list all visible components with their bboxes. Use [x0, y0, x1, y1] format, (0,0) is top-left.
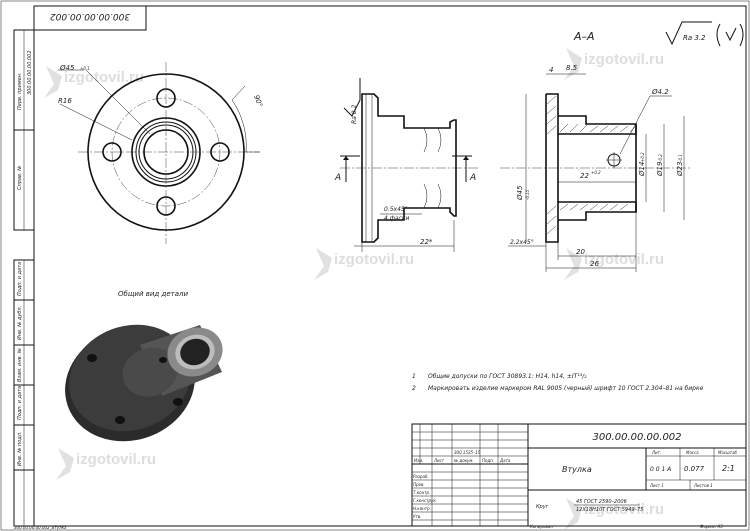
svg-text:Ra 0.2: Ra 0.2	[351, 105, 358, 124]
svg-text:Разраб.: Разраб.	[413, 474, 429, 479]
isometric-render	[65, 324, 223, 442]
side-view: А А Ra 0.2 22* 0.5х45° 4 фаски	[334, 78, 480, 252]
svg-text:Справ. №: Справ. №	[17, 166, 23, 190]
svg-text:2: 2	[412, 385, 416, 392]
svg-text:Изм.: Изм.	[414, 458, 423, 463]
svg-text:Ø23: Ø23	[676, 162, 684, 177]
svg-text:Втулка: Втулка	[562, 465, 592, 474]
svg-text:Лит.: Лит.	[651, 450, 661, 455]
svg-text:Общие допуски по ГОСТ 30893.1:: Общие допуски по ГОСТ 30893.1: H14, h14,…	[428, 373, 587, 380]
svg-text:Подп. и дата: Подп. и дата	[17, 386, 23, 420]
svg-text:+0.2: +0.2	[640, 152, 645, 162]
svg-text:0.077: 0.077	[684, 465, 705, 473]
svg-text:Круг: Круг	[536, 504, 549, 510]
svg-text:Масштаб: Масштаб	[718, 450, 738, 455]
svg-text:Ø14: Ø14	[638, 162, 646, 177]
svg-text:Инв. № дубл.: Инв. № дубл.	[17, 306, 23, 340]
svg-text:300.1525–15: 300.1525–15	[454, 450, 481, 455]
bottom-left-code: 300.00.00.00.002_Втулка	[14, 525, 67, 530]
svg-text:26: 26	[590, 260, 599, 268]
left-strip: Перв. примен. 300.00.00.00.002 Справ. № …	[13, 29, 35, 527]
svg-text:izgotovil.ru: izgotovil.ru	[334, 251, 414, 268]
svg-text:Ra 3.2: Ra 3.2	[683, 34, 706, 42]
svg-text:R16: R16	[58, 97, 72, 105]
svg-text:300.00.00.00.002: 300.00.00.00.002	[27, 50, 33, 95]
svg-text:45 ГОСТ 2590–2006: 45 ГОСТ 2590–2006	[576, 499, 627, 505]
svg-text:12Х18Н10Т ГОСТ 5949–75: 12Х18Н10Т ГОСТ 5949–75	[576, 507, 643, 513]
svg-text:izgotovil.ru: izgotovil.ru	[64, 69, 144, 86]
svg-text:2.2х45°: 2.2х45°	[510, 239, 534, 246]
svg-text:±0.1: ±0.1	[80, 66, 90, 71]
general-view-label: Общий вид детали	[118, 290, 188, 298]
section-view: А–А Ø4.2 4 8.5 Ø14 +0.2	[500, 30, 690, 272]
svg-text:22: 22	[580, 172, 589, 180]
svg-text:-0.1: -0.1	[678, 154, 683, 162]
svg-text:Подп. и дата: Подп. и дата	[17, 262, 23, 296]
svg-text:izgotovil.ru: izgotovil.ru	[584, 251, 664, 268]
svg-text:Н.контр.: Н.контр.	[413, 506, 431, 511]
svg-text:-0.15: -0.15	[525, 189, 530, 200]
svg-text:Ø45: Ø45	[516, 185, 524, 201]
svg-text:1: 1	[412, 373, 416, 380]
svg-text:90°: 90°	[252, 94, 264, 108]
svg-text:0 0 1 А: 0 0 1 А	[650, 466, 671, 473]
svg-text:8.5: 8.5	[566, 64, 578, 72]
svg-text:Т.контр.: Т.контр.	[413, 490, 430, 495]
roughness-symbol: Ra 3.2	[665, 21, 744, 47]
svg-text:Утв.: Утв.	[413, 514, 421, 519]
svg-text:Ø4.2: Ø4.2	[651, 88, 669, 96]
svg-text:А: А	[469, 173, 476, 183]
svg-text:Лист 1: Лист 1	[649, 483, 664, 488]
svg-text:0.5х45°: 0.5х45°	[384, 206, 408, 213]
svg-text:300.00.00.00.002: 300.00.00.00.002	[50, 11, 130, 21]
svg-text:Ø19: Ø19	[656, 161, 664, 177]
svg-text:izgotovil.ru: izgotovil.ru	[76, 451, 156, 468]
svg-text:Масса: Масса	[686, 450, 699, 455]
svg-text:Маркировать изделие маркером R: Маркировать изделие маркером RAL 9005 (ч…	[428, 385, 704, 392]
svg-text:4 фаски: 4 фаски	[384, 215, 409, 222]
svg-text:22*: 22*	[420, 238, 433, 246]
svg-text:Г.конструк.: Г.конструк.	[413, 498, 437, 503]
svg-text:Лист: Лист	[433, 458, 445, 463]
svg-text:Листов 1: Листов 1	[693, 483, 713, 488]
svg-text:Взам. инв. №: Взам. инв. №	[17, 348, 23, 382]
svg-text:Инв. № подл.: Инв. № подл.	[17, 432, 23, 467]
svg-text:20: 20	[576, 248, 585, 256]
svg-text:4: 4	[549, 66, 553, 74]
svg-text:Подп.: Подп.	[482, 458, 494, 463]
svg-text:+0.2: +0.2	[591, 170, 601, 175]
svg-text:Дата: Дата	[499, 458, 511, 463]
format-label: Формат А3	[700, 524, 723, 529]
top-stamp: 300.00.00.00.002	[33, 5, 147, 31]
svg-text:№ докум.: № докум.	[453, 458, 474, 463]
svg-text:А–А: А–А	[573, 30, 595, 43]
title-block: 300.00.00.00.002 Втулка Лит. Масса Масшт…	[411, 423, 747, 527]
svg-text:Перв. примен.: Перв. примен.	[17, 72, 23, 110]
general-notes: 1 Общие допуски по ГОСТ 30893.1: H14, h1…	[412, 373, 704, 392]
svg-text:izgotovil.ru: izgotovil.ru	[584, 51, 664, 68]
front-view: Ø45 ±0.1 R16 90°	[58, 62, 264, 244]
svg-text:-0.2: -0.2	[658, 154, 663, 162]
kopiroval-label: Копировал	[530, 524, 553, 529]
svg-text:Пров.: Пров.	[413, 482, 425, 487]
svg-text:А: А	[334, 173, 341, 183]
svg-text:2:1: 2:1	[722, 464, 735, 473]
svg-text:300.00.00.00.002: 300.00.00.00.002	[592, 432, 681, 443]
svg-text:Ø45: Ø45	[59, 64, 75, 72]
